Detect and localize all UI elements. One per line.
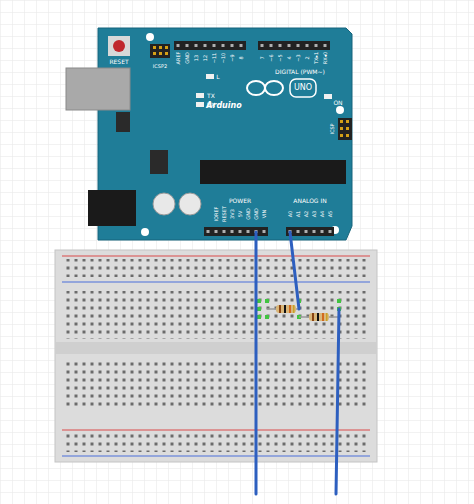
pin-label: GND bbox=[254, 208, 259, 219]
pin-label: ~9 bbox=[230, 54, 235, 61]
power-jack bbox=[88, 190, 136, 226]
usb-port bbox=[66, 68, 130, 110]
pin-label: 7 bbox=[260, 56, 265, 59]
power-header bbox=[204, 227, 268, 236]
board-label: ANALOG IN bbox=[293, 198, 326, 204]
reset-button bbox=[113, 40, 125, 52]
pin-label: ~6 bbox=[269, 54, 274, 61]
board-label: L bbox=[216, 74, 219, 80]
board-label: ON bbox=[333, 100, 342, 106]
pin-label: ~3 bbox=[296, 54, 301, 61]
arduino-board bbox=[66, 28, 352, 240]
pin-label: ~5 bbox=[278, 54, 283, 61]
pin-label: IOREF bbox=[214, 207, 219, 222]
pin-label: A2 bbox=[304, 211, 309, 218]
jumper-wire bbox=[256, 232, 339, 494]
pin-label: AREF bbox=[176, 52, 181, 65]
pin-label: A3 bbox=[312, 211, 317, 218]
pin-label: 3V3 bbox=[230, 209, 235, 219]
resistor-symbol bbox=[267, 305, 299, 313]
pin-label: ~11 bbox=[212, 53, 217, 64]
pin-label: A5 bbox=[328, 211, 333, 218]
pin-label: GND bbox=[185, 52, 190, 63]
pin-label: GND bbox=[246, 208, 251, 219]
board-label: POWER bbox=[229, 198, 251, 204]
pin-label: 4 bbox=[287, 56, 292, 59]
board-label: TX bbox=[207, 93, 215, 99]
board-label: ICSP bbox=[330, 123, 335, 134]
pin-label: A1 bbox=[296, 211, 301, 218]
board-label: DIGITAL (PWM~) bbox=[275, 69, 325, 75]
microcontroller bbox=[200, 160, 346, 184]
pin-label: RX◂0 bbox=[323, 52, 328, 65]
pin-label: ~10 bbox=[221, 53, 226, 64]
pin-label: VIN bbox=[262, 210, 267, 219]
pin-label: 13 bbox=[194, 55, 199, 61]
pin-label: 2 bbox=[305, 56, 310, 59]
board-label: Arduino bbox=[206, 102, 242, 110]
board-label: UNO bbox=[294, 84, 312, 92]
pin-label: 5V bbox=[238, 211, 243, 218]
pin-label: 8 bbox=[239, 56, 244, 59]
digital-header bbox=[174, 41, 246, 50]
digital-header bbox=[258, 41, 330, 50]
breadboard bbox=[55, 250, 377, 462]
pin-label: A4 bbox=[320, 211, 325, 218]
board-label: RESET bbox=[109, 59, 128, 65]
pin-label: 12 bbox=[203, 55, 208, 61]
resistor-symbol bbox=[299, 313, 339, 321]
pin-label: A0 bbox=[288, 211, 293, 218]
analog-header bbox=[286, 227, 334, 236]
pin-label: RESET bbox=[222, 206, 227, 222]
board-label: ICSP2 bbox=[153, 64, 167, 69]
pin-label: TX▸1 bbox=[314, 52, 319, 64]
